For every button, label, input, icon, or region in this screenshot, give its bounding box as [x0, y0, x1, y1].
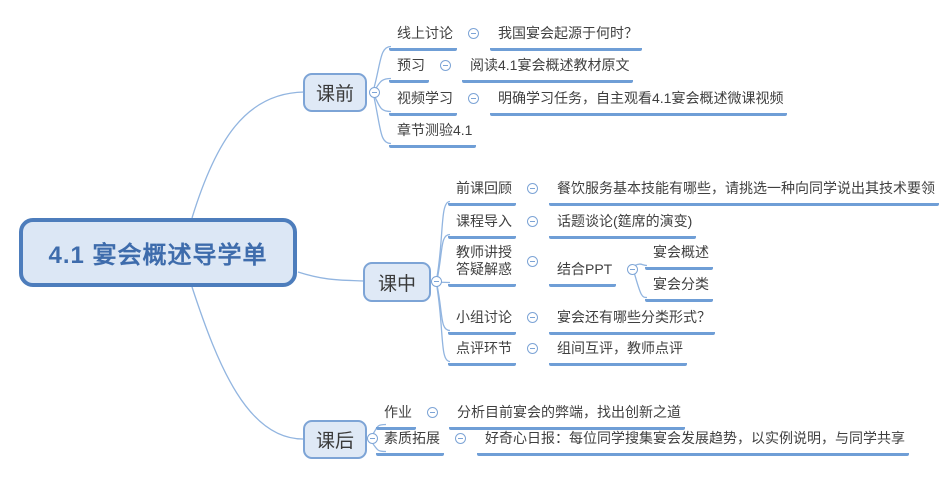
topic-online-discussion[interactable]: 线上讨论 — [389, 22, 457, 51]
detail-with-ppt[interactable]: 结合PPT — [549, 258, 617, 287]
detail-analyze-drawbacks[interactable]: 分析目前宴会的弊端，找出创新之道 — [449, 401, 685, 430]
topic-banquet-classification[interactable]: 宴会分类 — [645, 273, 713, 302]
topic-banquet-overview[interactable]: 宴会概述 — [645, 241, 713, 270]
collapse-icon[interactable] — [627, 264, 639, 275]
collapse-icon[interactable] — [527, 183, 538, 194]
collapse-icon[interactable] — [367, 433, 378, 444]
topic-lesson-intro[interactable]: 课程导入 — [448, 210, 516, 239]
list-item: 课程导入 话题谈论(筵席的演变) — [448, 210, 697, 239]
topic-chapter-quiz[interactable]: 章节测验4.1 — [389, 119, 477, 148]
connector-post-2 — [372, 443, 387, 453]
list-item: 章节测验4.1 — [389, 119, 477, 148]
topic-homework[interactable]: 作业 — [376, 401, 416, 430]
list-item: 素质拓展 好奇心日报：每位同学搜集宴会发展趋势，以实例说明，与同学共享 — [376, 427, 909, 456]
list-item: 小组讨论 宴会还有哪些分类形式？ — [448, 306, 715, 335]
connector-pre-4 — [373, 96, 392, 145]
collapse-icon[interactable] — [527, 312, 538, 323]
list-item: 教师讲授 答疑解惑 结合PPT — [448, 241, 649, 287]
collapse-icon[interactable] — [440, 60, 451, 71]
collapse-icon[interactable] — [468, 28, 479, 39]
connector-root-mid — [297, 271, 365, 282]
topic-teacher-lecture[interactable]: 教师讲授 答疑解惑 — [448, 241, 516, 287]
collapse-icon[interactable] — [527, 216, 538, 227]
topic-video-learning[interactable]: 视频学习 — [389, 87, 457, 116]
list-item: 点评环节 组间互评，教师点评 — [448, 337, 687, 366]
collapse-icon[interactable] — [431, 276, 442, 287]
detail-banquet-origin[interactable]: 我国宴会起源于何时？ — [490, 22, 642, 51]
connector-mid-1 — [436, 200, 451, 278]
list-item: 宴会概述 — [645, 241, 713, 270]
collapse-icon[interactable] — [455, 433, 466, 444]
list-item: 前课回顾 餐饮服务基本技能有哪些，请挑选一种向同学说出其技术要领 — [448, 177, 939, 206]
list-item: 宴会分类 — [645, 273, 713, 302]
list-item: 视频学习 明确学习任务，自主观看4.1宴会概述微课视频 — [389, 87, 788, 116]
root-topic[interactable]: 4.1 宴会概述导学单 — [19, 218, 297, 287]
topic-group-discussion[interactable]: 小组讨论 — [448, 306, 516, 335]
collapse-icon[interactable] — [468, 93, 479, 104]
connector-pre-1 — [373, 45, 392, 89]
detail-read-textbook[interactable]: 阅读4.1宴会概述教材原文 — [462, 54, 634, 83]
list-item: 线上讨论 我国宴会起源于何时？ — [389, 22, 642, 51]
detail-topic-talk[interactable]: 话题谈论(筵席的演变) — [549, 210, 697, 239]
branch-topic-before-class[interactable]: 课前 — [303, 73, 367, 112]
connector-root-post — [191, 286, 305, 440]
branch-topic-during-class[interactable]: 课中 — [363, 262, 431, 302]
connector-mid-5 — [436, 286, 451, 363]
collapse-icon[interactable] — [527, 343, 538, 354]
connector-ppt-2 — [633, 271, 648, 299]
topic-last-lesson-review[interactable]: 前课回顾 — [448, 177, 516, 206]
branch-topic-after-class[interactable]: 课后 — [303, 420, 367, 459]
collapse-icon[interactable] — [527, 256, 538, 267]
collapse-icon[interactable] — [427, 407, 438, 418]
list-item: 作业 分析目前宴会的弊端，找出创新之道 — [376, 401, 685, 430]
detail-peer-teacher-review[interactable]: 组间互评，教师点评 — [549, 337, 687, 366]
detail-curiosity-daily[interactable]: 好奇心日报：每位同学搜集宴会发展趋势，以实例说明，与同学共享 — [477, 427, 909, 456]
detail-watch-microlecture[interactable]: 明确学习任务，自主观看4.1宴会概述微课视频 — [490, 87, 788, 116]
detail-service-skills-question[interactable]: 餐饮服务基本技能有哪些，请挑选一种向同学说出其技术要领 — [549, 177, 939, 206]
collapse-icon[interactable] — [369, 87, 380, 98]
topic-preview[interactable]: 预习 — [389, 54, 429, 83]
connector-root-pre — [191, 91, 305, 219]
topic-evaluation-stage[interactable]: 点评环节 — [448, 337, 516, 366]
connector-mid-2 — [436, 233, 451, 281]
topic-quality-extension[interactable]: 素质拓展 — [376, 427, 444, 456]
connector-post-1 — [372, 423, 387, 435]
list-item: 预习 阅读4.1宴会概述教材原文 — [389, 54, 634, 83]
detail-classification-question[interactable]: 宴会还有哪些分类形式？ — [549, 306, 715, 335]
